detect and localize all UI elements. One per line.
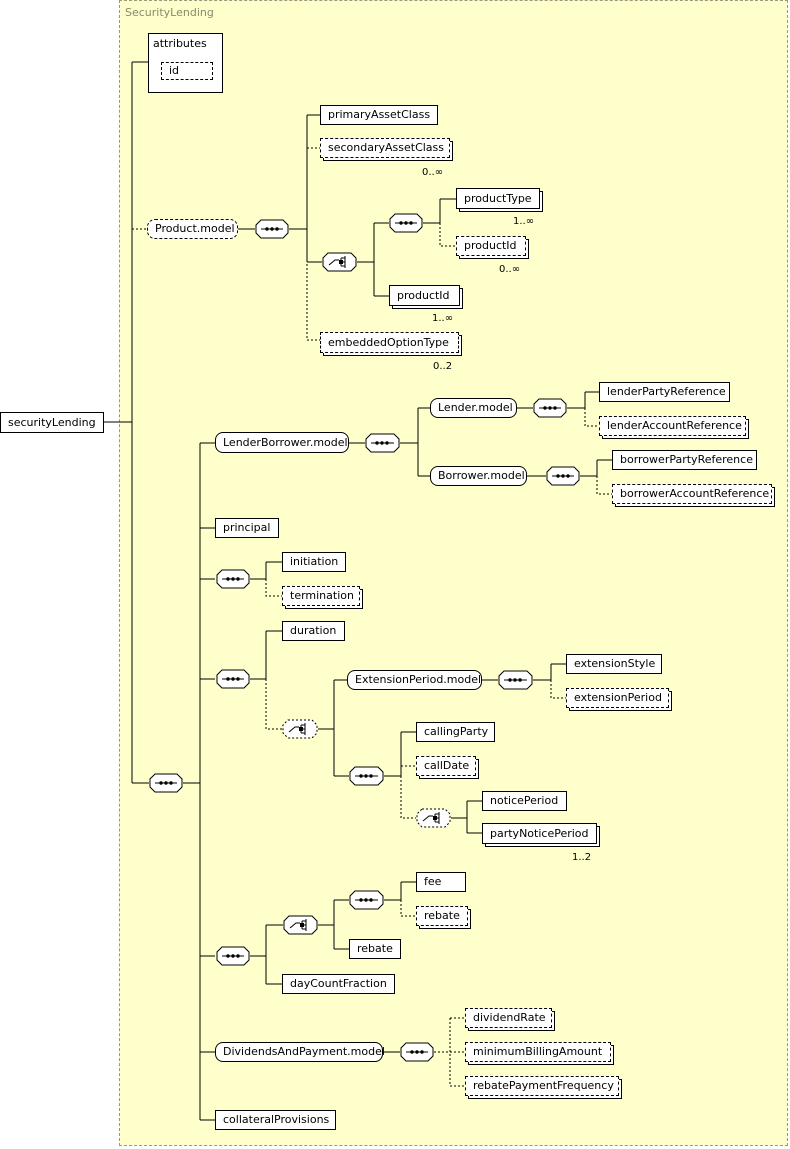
product-id-cardinality: 1..∞ xyxy=(432,313,454,324)
sequence-icon[interactable] xyxy=(546,466,580,486)
embedded-option-type-element[interactable]: embeddedOptionType xyxy=(320,332,459,353)
choice-icon[interactable] xyxy=(416,808,451,828)
sequence-icon[interactable] xyxy=(216,946,250,966)
sequence-icon[interactable] xyxy=(365,433,400,453)
sequence-icon[interactable] xyxy=(216,669,250,689)
rebate-payment-frequency-element[interactable]: rebatePaymentFrequency xyxy=(465,1076,619,1096)
secondary-asset-class-cardinality: 0..∞ xyxy=(422,167,444,178)
borrower-model-group[interactable]: Borrower.model xyxy=(430,466,527,486)
initiation-element[interactable]: initiation xyxy=(282,552,346,572)
sequence-icon[interactable] xyxy=(389,213,423,233)
product-type-cardinality: 1..∞ xyxy=(513,216,535,227)
call-date-element[interactable]: callDate xyxy=(416,756,476,776)
day-count-fraction-element[interactable]: dayCountFraction xyxy=(282,974,395,994)
extension-period-element[interactable]: extensionPeriod xyxy=(566,688,669,708)
lender-party-reference-element[interactable]: lenderPartyReference xyxy=(599,382,730,402)
primary-asset-class-element[interactable]: primaryAssetClass xyxy=(320,105,438,125)
sequence-icon[interactable] xyxy=(216,569,250,589)
lender-borrower-model-group[interactable]: LenderBorrower.model xyxy=(215,432,349,453)
product-model-group[interactable]: Product.model xyxy=(147,219,238,239)
security-lending-element[interactable]: securityLending xyxy=(0,412,104,433)
duration-element[interactable]: duration xyxy=(282,621,345,641)
sequence-icon[interactable] xyxy=(498,670,533,690)
embedded-option-type-cardinality: 0..2 xyxy=(433,361,453,372)
sequence-icon[interactable] xyxy=(349,766,384,786)
sequence-icon[interactable] xyxy=(349,890,384,910)
attributes-label: attributes xyxy=(153,37,207,50)
dividend-rate-element[interactable]: dividendRate xyxy=(465,1008,552,1028)
borrower-party-reference-element[interactable]: borrowerPartyReference xyxy=(612,450,757,470)
extension-period-model-group[interactable]: ExtensionPeriod.model xyxy=(347,670,482,690)
frame-title: SecurityLending xyxy=(125,6,214,19)
calling-party-element[interactable]: callingParty xyxy=(416,722,495,742)
termination-element[interactable]: termination xyxy=(282,586,360,606)
choice-icon[interactable] xyxy=(322,252,357,272)
product-id-element[interactable]: productId xyxy=(389,285,460,306)
rebate-optional-element[interactable]: rebate xyxy=(416,906,468,926)
choice-icon[interactable] xyxy=(283,915,318,935)
secondary-asset-class-element[interactable]: secondaryAssetClass xyxy=(320,138,450,158)
party-notice-period-element[interactable]: partyNoticePeriod xyxy=(482,823,597,844)
extension-style-element[interactable]: extensionStyle xyxy=(566,654,662,674)
party-notice-period-cardinality: 1..2 xyxy=(572,852,592,863)
principal-element[interactable]: principal xyxy=(215,518,279,538)
product-type-element[interactable]: productType xyxy=(456,188,540,209)
notice-period-element[interactable]: noticePeriod xyxy=(482,791,567,811)
id-attribute[interactable]: id xyxy=(161,62,213,80)
product-id-optional-element[interactable]: productId xyxy=(456,236,526,256)
minimum-billing-amount-element[interactable]: minimumBillingAmount xyxy=(465,1042,611,1062)
sequence-icon[interactable] xyxy=(255,219,289,239)
fee-element[interactable]: fee xyxy=(416,872,466,892)
borrower-account-reference-element[interactable]: borrowerAccountReference xyxy=(612,484,772,504)
lender-account-reference-element[interactable]: lenderAccountReference xyxy=(599,416,746,436)
choice-icon[interactable] xyxy=(282,719,318,739)
lender-model-group[interactable]: Lender.model xyxy=(430,398,517,418)
attributes-box[interactable]: attributes id xyxy=(148,33,223,93)
sequence-icon[interactable] xyxy=(149,773,183,793)
collateral-provisions-element[interactable]: collateralProvisions xyxy=(215,1110,336,1130)
product-id-optional-cardinality: 0..∞ xyxy=(499,264,521,275)
sequence-icon[interactable] xyxy=(400,1042,434,1062)
dividends-and-payment-model-group[interactable]: DividendsAndPayment.model xyxy=(215,1042,385,1062)
sequence-icon[interactable] xyxy=(533,398,567,418)
rebate-element[interactable]: rebate xyxy=(349,939,401,959)
